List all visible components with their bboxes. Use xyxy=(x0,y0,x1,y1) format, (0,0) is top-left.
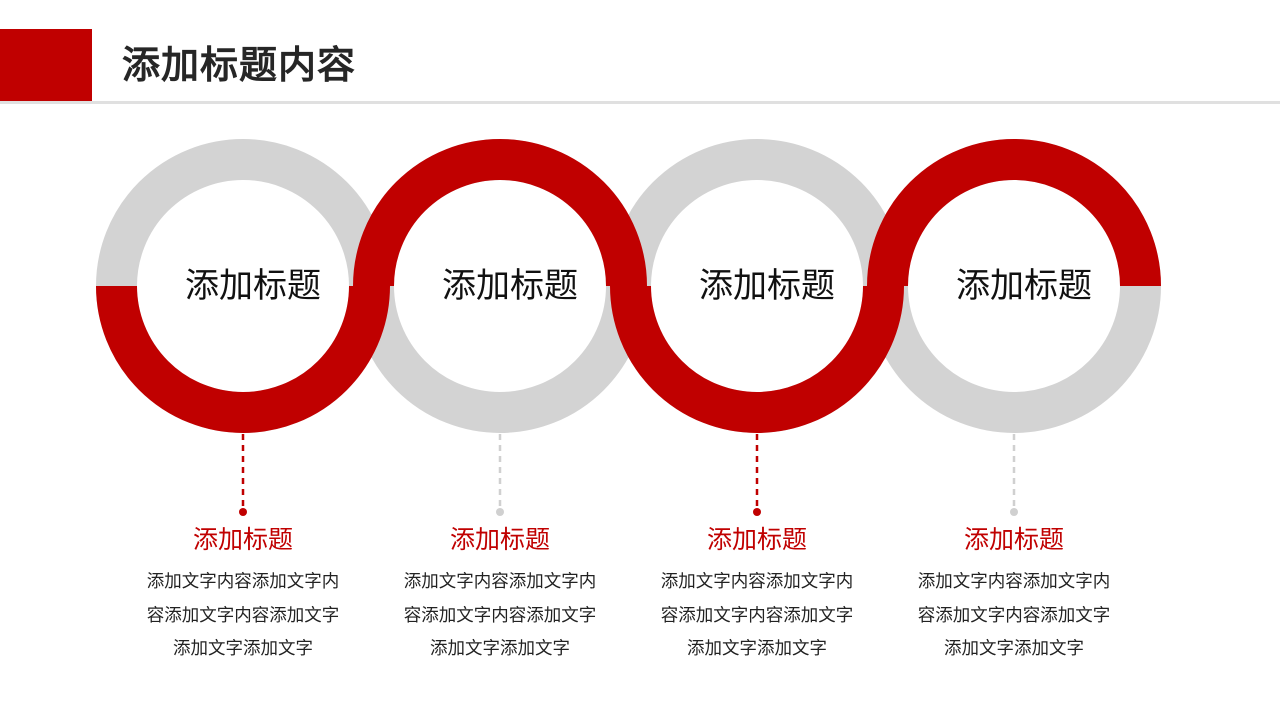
ring-4-red-arc xyxy=(867,139,1161,287)
ring-2-red-arc xyxy=(353,139,647,287)
step-title-1: 添加标题 xyxy=(192,525,293,554)
step-desc-1: 添加文字内容添加文字内 容添加文字内容添加文字 添加文字添加文字 xyxy=(123,566,363,667)
step-title-4: 添加标题 xyxy=(963,525,1064,554)
step-desc-3-line-2: 容添加文字内容添加文字 xyxy=(660,605,854,626)
ring-title-4: 添加标题 xyxy=(956,266,1092,306)
step-desc-3: 添加文字内容添加文字内 容添加文字内容添加文字 添加文字添加文字 xyxy=(637,566,877,667)
step-title-3: 添加标题 xyxy=(706,525,807,554)
connector-dot-1 xyxy=(239,508,247,516)
ring-1-red-arc xyxy=(96,285,390,433)
step-desc-1-line-1: 添加文字内容添加文字内 xyxy=(146,572,340,592)
step-desc-3-line-1: 添加文字内容添加文字内 xyxy=(660,572,854,592)
step-desc-4-line-3: 添加文字添加文字 xyxy=(944,639,1084,659)
step-desc-1-line-3: 添加文字添加文字 xyxy=(173,639,313,659)
ring-3-red-arc xyxy=(610,285,904,433)
step-desc-2-line-1: 添加文字内容添加文字内 xyxy=(403,572,597,592)
connector-dot-2 xyxy=(496,508,504,516)
ring-title-3: 添加标题 xyxy=(699,266,835,306)
connector-dot-4 xyxy=(1010,508,1018,516)
step-desc-2-line-3: 添加文字添加文字 xyxy=(430,639,570,659)
page-title: 添加标题内容 xyxy=(122,43,357,87)
header-accent-block xyxy=(0,29,92,101)
step-desc-4-line-1: 添加文字内容添加文字内 xyxy=(917,572,1111,592)
step-desc-4: 添加文字内容添加文字内 容添加文字内容添加文字 添加文字添加文字 xyxy=(894,566,1134,667)
header-divider xyxy=(0,101,1280,104)
step-desc-2: 添加文字内容添加文字内 容添加文字内容添加文字 添加文字添加文字 xyxy=(380,566,620,667)
step-title-2: 添加标题 xyxy=(449,525,550,554)
step-desc-4-line-2: 容添加文字内容添加文字 xyxy=(917,605,1111,626)
step-desc-3-line-3: 添加文字添加文字 xyxy=(687,639,827,659)
step-desc-2-line-2: 容添加文字内容添加文字 xyxy=(403,605,597,626)
step-desc-1-line-2: 容添加文字内容添加文字 xyxy=(146,605,340,626)
connector-dot-3 xyxy=(753,508,761,516)
ring-title-1: 添加标题 xyxy=(185,266,321,306)
ring-title-2: 添加标题 xyxy=(442,266,578,306)
